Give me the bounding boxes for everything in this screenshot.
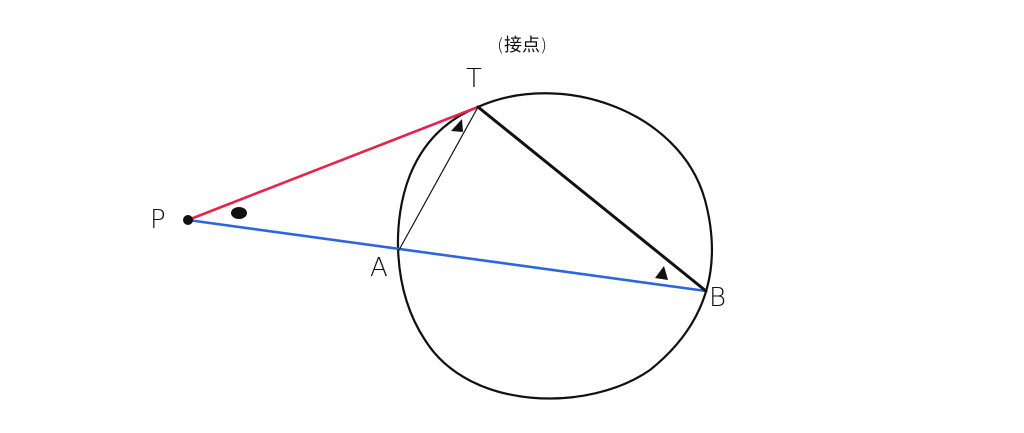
angle-mark-b: [655, 266, 668, 280]
point-p-dot: [183, 215, 193, 225]
chord-tb: [476, 105, 708, 293]
angle-mark-t: [451, 119, 463, 132]
angle-mark-p: [231, 207, 247, 219]
tangent-line-pt: [186, 105, 480, 222]
label-b: B: [709, 283, 727, 313]
tangent-point-note: (接点): [497, 35, 548, 56]
label-t: T: [466, 64, 482, 94]
label-p: P: [150, 205, 166, 235]
circle: [396, 92, 713, 400]
chord-ta: [398, 106, 479, 251]
label-a: A: [370, 253, 388, 283]
secant-line-pab: [186, 218, 708, 293]
